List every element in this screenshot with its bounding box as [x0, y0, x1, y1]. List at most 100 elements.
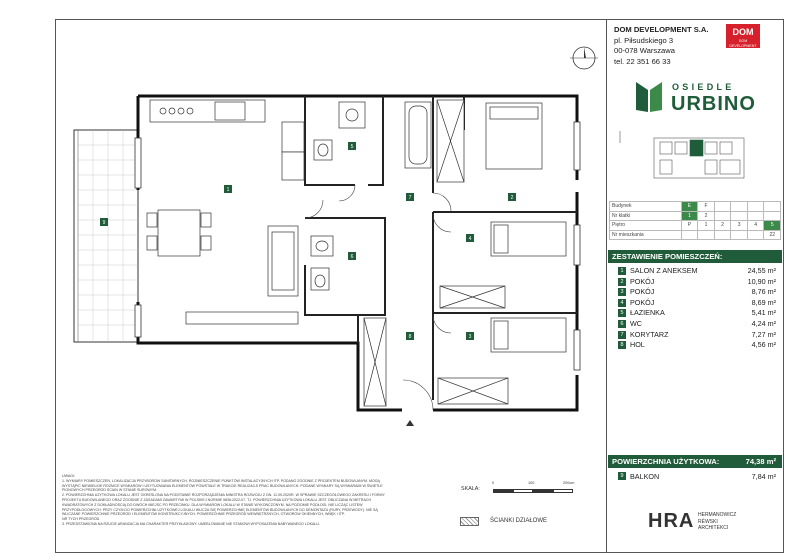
room-label-text: 5: [351, 144, 354, 150]
company-city: 00-078 Warszawa: [614, 46, 675, 56]
room-area: 7,27 m²: [751, 329, 776, 339]
windows: [134, 121, 581, 371]
room-name: ŁAZIENKA: [630, 308, 665, 318]
room-area: 24,55 m²: [747, 266, 776, 275]
company-address: DOM DEVELOPMENT S.A. pl. Piłsudskiego 3 …: [614, 25, 709, 67]
room-area: 10,90 m²: [747, 276, 776, 286]
apartment-label: Nr mieszkania: [609, 229, 682, 240]
room-name: KORYTARZ: [630, 329, 669, 339]
note-line: UWAGI:: [62, 474, 76, 478]
kitchen-counter: [149, 99, 305, 181]
stair-row: Nr klatki 1 2: [609, 210, 781, 221]
room-label-9: 9: [100, 218, 108, 226]
room-label-text: 2: [511, 195, 514, 201]
room-labels: 1 2 3 4 5 6 7 8 9: [100, 142, 516, 340]
dom-logo-text: DOM: [732, 27, 754, 37]
apartment-value: 22: [763, 229, 781, 240]
info-panel-divider: [606, 19, 607, 553]
note-line: PROJEKTU BUDOWLANEGO ORAZ ZGODNIE Z ZASA…: [62, 497, 372, 502]
sheet-frame: [55, 19, 784, 553]
room-name: POKÓJ: [630, 297, 655, 307]
floor-value: 3: [730, 220, 748, 231]
key-plan-icon: [619, 131, 745, 179]
room-row: 6 WC 4,24 m²: [618, 319, 780, 330]
bathroom-fixtures: [313, 101, 432, 169]
stair-label: Nr klatki: [609, 210, 682, 221]
room-label-text: 1: [227, 187, 230, 193]
building-value: E: [680, 201, 699, 212]
room-label-2: 2: [508, 193, 516, 201]
room-label-text: 3: [469, 334, 472, 340]
balcony-area: [73, 129, 139, 343]
wc-fixtures: [310, 235, 334, 291]
architect-line: ARCHITEKCI: [698, 525, 729, 532]
scale-tick: 200cm: [563, 481, 575, 485]
scale-bar: [493, 489, 573, 493]
room-number: 7: [618, 330, 626, 339]
bedroom-4-furniture: [439, 221, 567, 309]
company-street: pl. Piłsudskiego 3: [614, 35, 674, 45]
note-line: KWADRATOWYCH Z DOKŁADNOŚCIĄ DO DWÓCH MIE…: [62, 502, 363, 507]
room-label-text: 9: [103, 220, 106, 226]
floor-label: Piętro: [609, 220, 682, 231]
room-name: WC: [630, 318, 642, 328]
room-name: POKÓJ: [630, 287, 655, 297]
architect-names: HERMANOWICZ RÉWSKI ARCHITEKCI: [698, 512, 736, 532]
floor-value: 4: [746, 220, 765, 231]
note-line: PIONOWYCH PRZEGRÓD ŚCIAN W STANIE SUROWY…: [62, 488, 158, 493]
room-label-text: 8: [409, 334, 412, 340]
dining-table: [146, 209, 212, 257]
company-phone: tel. 22 351 66 33: [614, 56, 671, 66]
building-row: Budynek E F: [609, 201, 781, 212]
rooms-header: ZESTAWIENIE POMIESZCZEŃ:: [608, 250, 782, 263]
entrance-arrow-icon: [406, 420, 414, 426]
balcony-row: 9 BALKON 7,84 m²: [618, 471, 780, 482]
balcony-area-value: 7,84 m²: [751, 472, 776, 481]
room-label-text: 6: [351, 254, 354, 260]
room-area: 8,69 m²: [751, 297, 776, 307]
door-swings: [304, 184, 452, 411]
room-number: 3: [618, 288, 626, 297]
total-area-bar: POWIERZCHNIA UŻYTKOWA: 74,38 m²: [608, 455, 782, 468]
room-label-3: 3: [466, 332, 474, 340]
room-number: 5: [618, 309, 626, 318]
sofa: [185, 225, 299, 325]
room-label-1: 1: [224, 185, 232, 193]
floor-row: Piętro P 1 2 3 4 5: [609, 220, 781, 231]
note-line: PRZYPODŁOGOWYCH. PRZY CZYM DO POWIERZCHN…: [62, 507, 378, 512]
room-name: HOL: [630, 340, 645, 350]
room-area: 4,24 m²: [751, 318, 776, 328]
architect-logo: HRA: [648, 510, 695, 532]
architect-line: RÉWSKI: [698, 518, 718, 525]
note-line: 3. PRZEDSTAWIONA NA RZUCIE ARANŻACJA MA …: [62, 521, 320, 526]
room-number: 6: [618, 319, 626, 328]
hall-wardrobe: [363, 317, 387, 407]
room-name: SALON Z ANEKSEM: [630, 266, 698, 275]
inner-walls: [304, 96, 577, 400]
room-label-text: 4: [469, 236, 472, 242]
room-label-7: 7: [406, 193, 414, 201]
apartment-row: Nr mieszkania 22: [609, 229, 781, 240]
stair-value: 1: [680, 210, 699, 221]
walls-legend-swatch: [460, 517, 479, 526]
note-line: 2. POWIERZCHNIA UŻYTKOWA LOKALU JEST OKR…: [62, 493, 385, 498]
room-number: 2: [618, 277, 626, 286]
scale-tick: 100: [528, 481, 535, 485]
balcony-number: 9: [618, 472, 626, 480]
room-area: 4,56 m²: [751, 340, 776, 350]
room-label-5: 5: [348, 142, 356, 150]
scale-label: SKALA:: [461, 486, 480, 492]
walls-legend-label: ŚCIANKI DZIAŁOWE: [490, 518, 548, 524]
building-label: Budynek: [609, 201, 682, 212]
room-label-8: 8: [406, 332, 414, 340]
architect-line: HERMANOWICZ: [698, 512, 737, 518]
stair-value: 2: [697, 210, 715, 221]
dom-logo-sub: DOM DEVELOPMENT: [729, 39, 757, 48]
floor-value: 5: [763, 220, 781, 231]
